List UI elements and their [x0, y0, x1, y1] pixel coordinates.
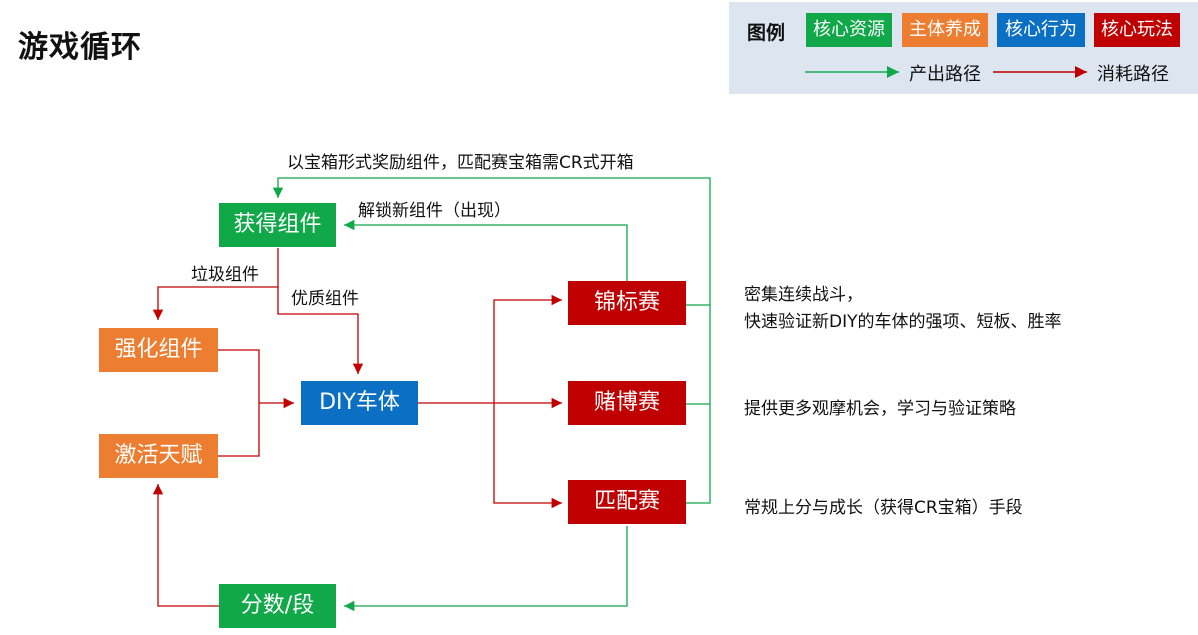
edge-label-junk: 垃圾组件 — [191, 265, 259, 285]
reward-chest-path — [272, 177, 711, 306]
junk-path — [152, 248, 279, 320]
legend-core-behavior: 核心行为 — [997, 13, 1085, 47]
legend-output-label: 产出路径 — [909, 64, 981, 85]
node-score-rank: 分数/段 — [219, 584, 336, 628]
note-championship-line2: 快速验证新DIY的车体的强项、短板、胜率 — [744, 312, 1062, 332]
note-championship-line1: 密集连续战斗， — [744, 285, 863, 305]
growth-bracket-path — [218, 349, 260, 457]
legend-main-growth: 主体养成 — [902, 13, 988, 47]
node-matchmaking: 匹配赛 — [568, 480, 686, 524]
edge-label-reward-chest: 以宝箱形式奖励组件，匹配赛宝箱需CR式开箱 — [287, 153, 634, 173]
node-obtain-components: 获得组件 — [219, 203, 336, 247]
score-to-talent-path — [152, 484, 219, 607]
quality-path — [277, 287, 364, 374]
legend-consume-label: 消耗路径 — [1097, 64, 1169, 85]
diy-to-championship-path — [493, 294, 562, 403]
legend-title: 图例 — [747, 22, 786, 44]
node-championship: 锦标赛 — [568, 281, 686, 325]
unlock-new-path — [344, 219, 628, 281]
legend-arrows — [805, 66, 1087, 78]
legend: 图例 核心资源 主体养成 核心行为 核心玩法 产出路径 消耗路径 — [729, 2, 1198, 94]
page-title: 游戏循环 — [18, 30, 142, 65]
edge-label-quality: 优质组件 — [291, 289, 359, 309]
node-strengthen-components: 强化组件 — [99, 328, 218, 372]
node-activate-talent: 激活天赋 — [99, 434, 218, 478]
match-to-score-path — [344, 526, 628, 612]
note-matchmaking: 常规上分与成长（获得CR宝箱）手段 — [744, 498, 1023, 518]
node-diy-body: DIY车体 — [301, 381, 418, 425]
note-gamble-match: 提供更多观摩机会，学习与验证策略 — [744, 399, 1016, 419]
node-gamble-match: 赌博赛 — [568, 381, 686, 425]
legend-core-resource: 核心资源 — [806, 13, 892, 47]
legend-core-gameplay: 核心玩法 — [1094, 13, 1180, 47]
edge-label-unlock-new: 解锁新组件（出现） — [358, 201, 511, 221]
diy-to-match-path — [493, 403, 562, 509]
match-to-loop-path — [686, 305, 711, 504]
